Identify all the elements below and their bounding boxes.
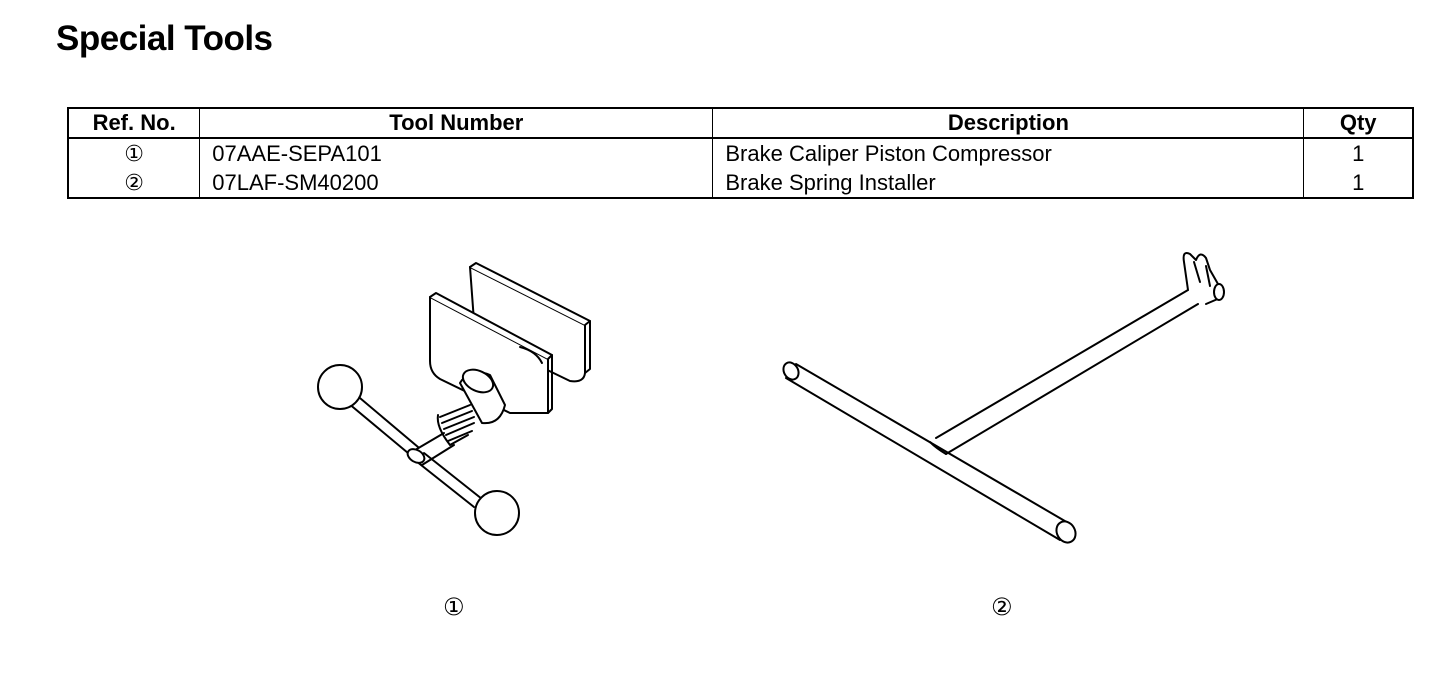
special-tools-table: Ref. No. Tool Number Description Qty ① 0… (67, 107, 1414, 199)
callout-2: ② (991, 593, 1013, 621)
row-tool-number: 07AAE-SEPA101 (199, 138, 714, 168)
brake-spring-installer-illustration (782, 252, 1225, 544)
table-row: ② 07LAF-SM40200 Brake Spring Installer 1 (67, 168, 1414, 198)
header-tool-number: Tool Number (199, 107, 714, 139)
row-description: Brake Caliper Piston Compressor (712, 138, 1305, 168)
row-tool-number: 07LAF-SM40200 (199, 168, 714, 198)
row-qty: 1 (1303, 138, 1414, 168)
table-header-row: Ref. No. Tool Number Description Qty (67, 107, 1414, 139)
callout-1: ① (443, 593, 465, 621)
table-row: ① 07AAE-SEPA101 Brake Caliper Piston Com… (67, 138, 1414, 168)
header-qty: Qty (1303, 107, 1414, 139)
row-ref-no: ① (67, 138, 201, 168)
page-title: Special Tools (56, 19, 273, 58)
header-ref-no: Ref. No. (67, 107, 201, 139)
row-qty: 1 (1303, 168, 1414, 198)
row-description: Brake Spring Installer (712, 168, 1305, 198)
caliper-piston-compressor-illustration (317, 262, 591, 536)
row-ref-no: ② (67, 168, 201, 198)
header-description: Description (712, 107, 1305, 139)
